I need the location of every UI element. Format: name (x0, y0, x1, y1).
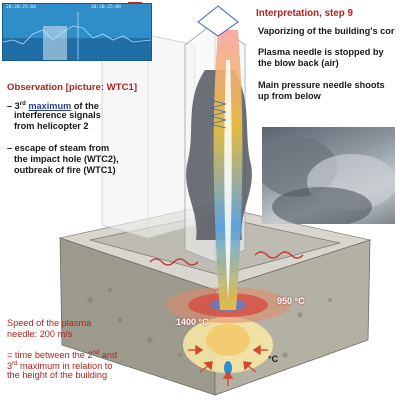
pressure-arrows (188, 344, 268, 386)
step-title: Interpretation, step 9 (256, 8, 353, 19)
observation-bullet-maximum: – 3rd maximum of the (7, 99, 99, 112)
plasma-needle-core (224, 60, 232, 300)
step-point-pressure-2: up from below (258, 91, 321, 101)
temp-label-ground: °C (268, 354, 279, 364)
speed-line-3-suffix: and (99, 350, 118, 361)
speed-line-5: the height of the building (7, 370, 108, 380)
speed-line-3-prefix: = time between the 2 (7, 350, 93, 361)
bullet-sup: rd (19, 101, 26, 107)
observation-bullet-steam-1: – escape of steam from (7, 143, 110, 153)
temp-label-950: 950 °C (277, 296, 305, 306)
step-point-vaporizing: Vaporizing of the building's cor (258, 26, 395, 36)
observation-title: Observation [picture: WTC1] (7, 82, 138, 93)
signal-waveform (3, 12, 151, 60)
step-point-pressure-1: Main pressure needle shoots (258, 80, 385, 90)
step-point-plasma-stop-2: the blow back (air) (258, 58, 339, 68)
bullet-prefix: – 3 (7, 101, 20, 112)
speed-line-3-sup: nd (92, 350, 100, 356)
observation-bullet-steam-3: outbreak of fire (WTC1) (14, 165, 116, 175)
speed-line-4: 3rd maximum in relation to (7, 359, 112, 372)
speed-line-4-sup: rd (12, 361, 18, 367)
bullet-maximum-word: maximum (28, 101, 72, 112)
observation-bullet-line2: interference signals (14, 110, 101, 120)
tower-left-outline (101, 34, 196, 239)
plasma-drop (224, 361, 232, 375)
heat-wave-right (254, 251, 304, 259)
smoke-photo-image (262, 137, 395, 224)
interference-signal-strip: 20:20:25:04 20:20:25:09 (2, 3, 152, 61)
speed-line-2: needle: 200 m/s (7, 329, 73, 339)
signal-tick-left: 20:20:25:04 (6, 5, 36, 10)
temp-label-1400: 1400 °C (176, 317, 209, 327)
wtc1-smoke-photo (262, 127, 395, 224)
observation-bullet-steam-2: the impact hole (WTC2), (14, 154, 119, 164)
heat-zone-core (206, 324, 250, 356)
core-box-top (197, 5, 239, 37)
speed-line-4-prefix: 3 (7, 361, 13, 372)
speed-line-4-suffix: maximum in relation to (17, 361, 113, 372)
bullet-rest: of the (71, 101, 99, 112)
speed-line-1: Speed of the plasma (7, 318, 92, 328)
pressure-coil (209, 99, 227, 129)
speed-line-3: = time between the 2nd and (7, 348, 117, 361)
step-point-plasma-stop-1: Plasma needle is stopped by (258, 47, 384, 57)
heat-wave-left (149, 258, 199, 266)
signal-tick-right: 20:20:25:09 (91, 5, 121, 10)
observation-bullet-line3: from helicopter 2 (14, 121, 89, 131)
